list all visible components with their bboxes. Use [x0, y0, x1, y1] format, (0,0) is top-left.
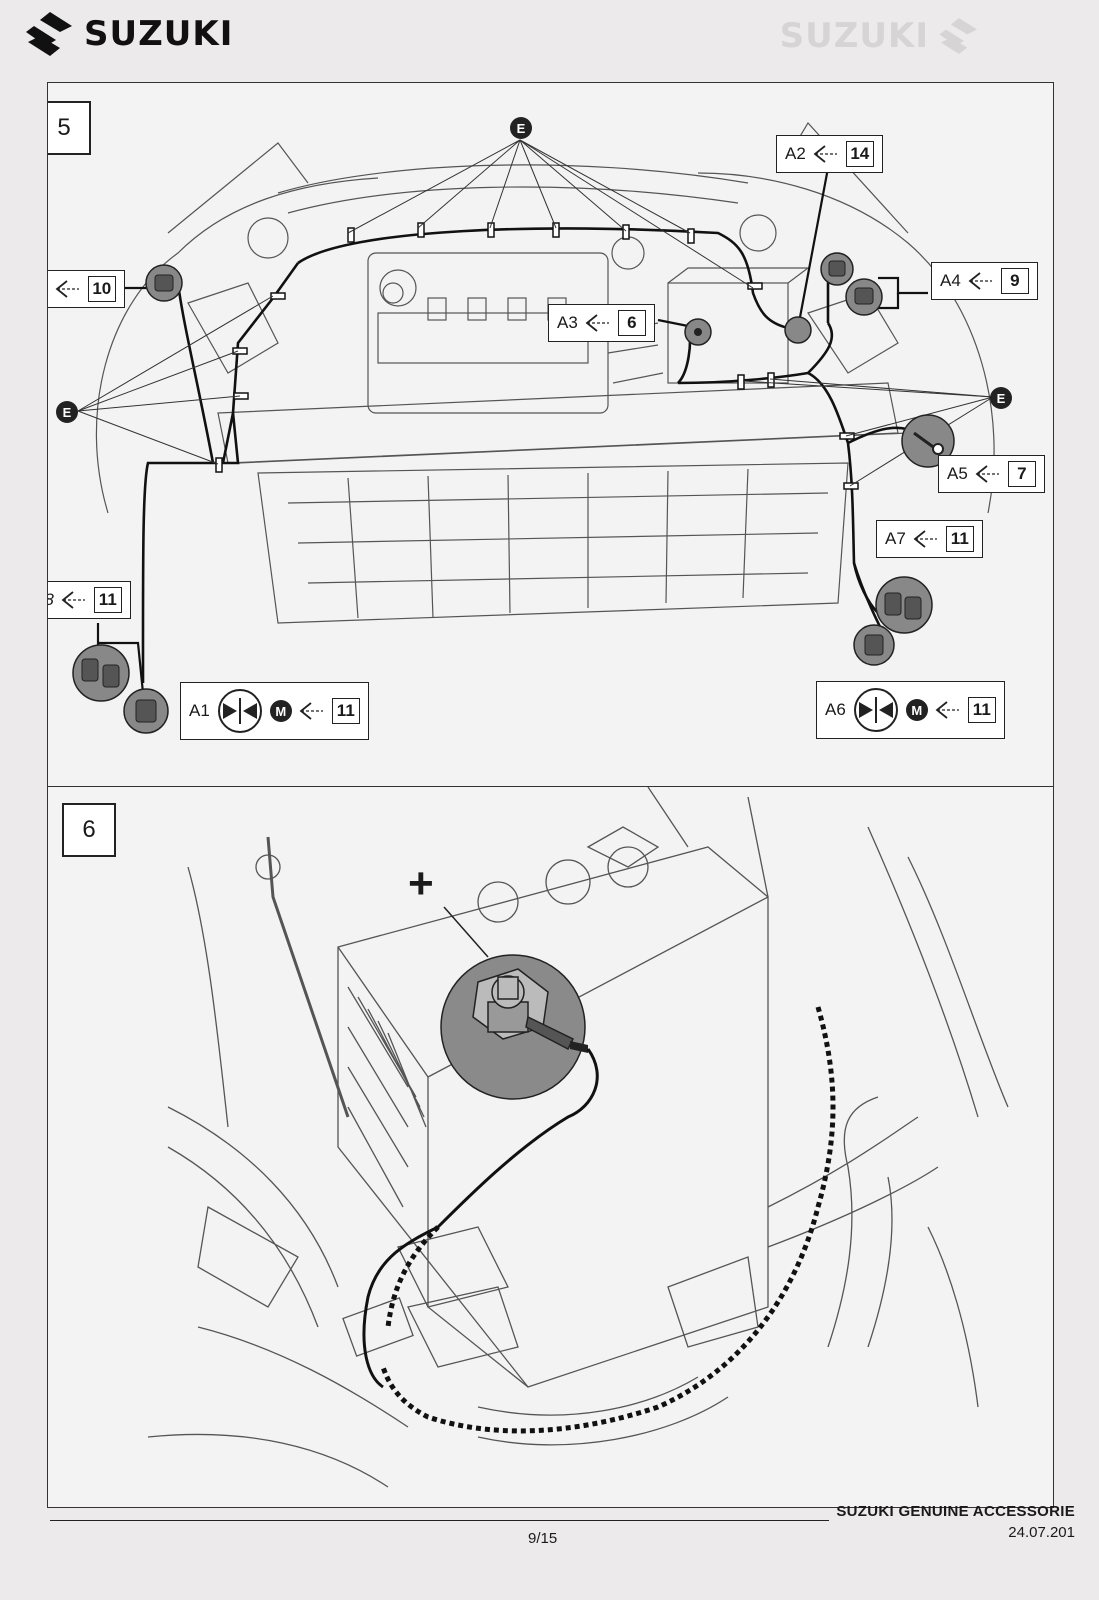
page-number: 9/15	[528, 1530, 558, 1547]
callout-label: A2	[785, 144, 806, 163]
connector-fit-icon	[968, 272, 992, 290]
callout-label: A5	[947, 464, 968, 483]
callout-a7: A7 11	[876, 520, 983, 558]
connector-fit-icon	[975, 465, 999, 483]
bleed-through-brand: SUZUKI	[779, 16, 929, 56]
step-number: 6	[62, 803, 116, 857]
connector-fit-icon	[55, 280, 79, 298]
step-5-panel: 5 E E E A2 14 A4 9 A9 10 A3 6 A5 7 A7 11…	[47, 82, 1054, 797]
mark-m-badge: M	[905, 699, 928, 721]
callout-label: A9	[47, 279, 48, 299]
callout-qty: 10	[87, 276, 116, 302]
bleed-through-logo: SUZUKI	[780, 16, 979, 56]
callout-label: A4	[940, 271, 961, 290]
callout-qty: 6	[617, 310, 646, 336]
positive-terminal-label: +	[408, 859, 434, 908]
suzuki-logo: SUZUKI	[26, 12, 233, 56]
bleed-through-s-icon	[939, 18, 977, 54]
connector-details	[72, 252, 955, 734]
callout-label: A7	[885, 529, 906, 548]
footer-date: 24.07.201	[1008, 1524, 1075, 1541]
harness-clip-marker-right: E	[990, 387, 1012, 409]
callout-a8: A8 11	[48, 581, 131, 619]
callout-a1: A1 M 11	[180, 682, 369, 740]
connector-mate-icon	[217, 689, 262, 733]
callout-qty: 9	[1000, 268, 1029, 294]
connector-fit-icon	[913, 530, 937, 548]
engine-bay-wiring-illustration	[72, 121, 995, 734]
callout-a9: A9 10	[47, 270, 125, 308]
callout-qty: 11	[93, 587, 122, 613]
callout-label: A8	[48, 590, 54, 610]
connector-fit-icon	[61, 591, 85, 609]
callout-a5: A5 7	[938, 455, 1045, 493]
footer-rule	[50, 1520, 829, 1521]
connector-fit-icon	[935, 701, 959, 719]
step-number: 5	[48, 101, 91, 155]
callout-qty: 14	[845, 141, 874, 167]
callout-qty: 7	[1007, 461, 1036, 487]
connector-mate-icon	[853, 688, 898, 732]
brand-name: SUZUKI	[84, 14, 234, 54]
connector-fit-icon	[299, 702, 323, 720]
callout-qty: 11	[945, 526, 974, 552]
callout-qty: 11	[331, 698, 360, 724]
connector-fit-icon	[585, 314, 609, 332]
callout-label: A1	[189, 701, 210, 720]
callout-a6: A6 M 11	[816, 681, 1005, 739]
harness-clip-marker-left: E	[56, 401, 78, 423]
suzuki-s-icon	[26, 12, 72, 56]
callout-qty: 11	[967, 697, 996, 723]
battery-terminal-illustration	[147, 787, 1009, 1488]
callout-a4: A4 9	[931, 262, 1038, 300]
harness-clip-marker-top: E	[510, 117, 532, 139]
mark-m-badge: M	[269, 700, 292, 722]
callout-label: A3	[557, 313, 578, 332]
callout-a3: A3 6	[548, 304, 655, 342]
callout-label: A6	[825, 700, 846, 719]
callout-a2: A2 14	[776, 135, 883, 173]
connector-fit-icon	[813, 145, 837, 163]
step-6-panel: 6 +	[47, 786, 1054, 1508]
footer-brand: SUZUKI GENUINE ACCESSORIE	[836, 1503, 1075, 1520]
